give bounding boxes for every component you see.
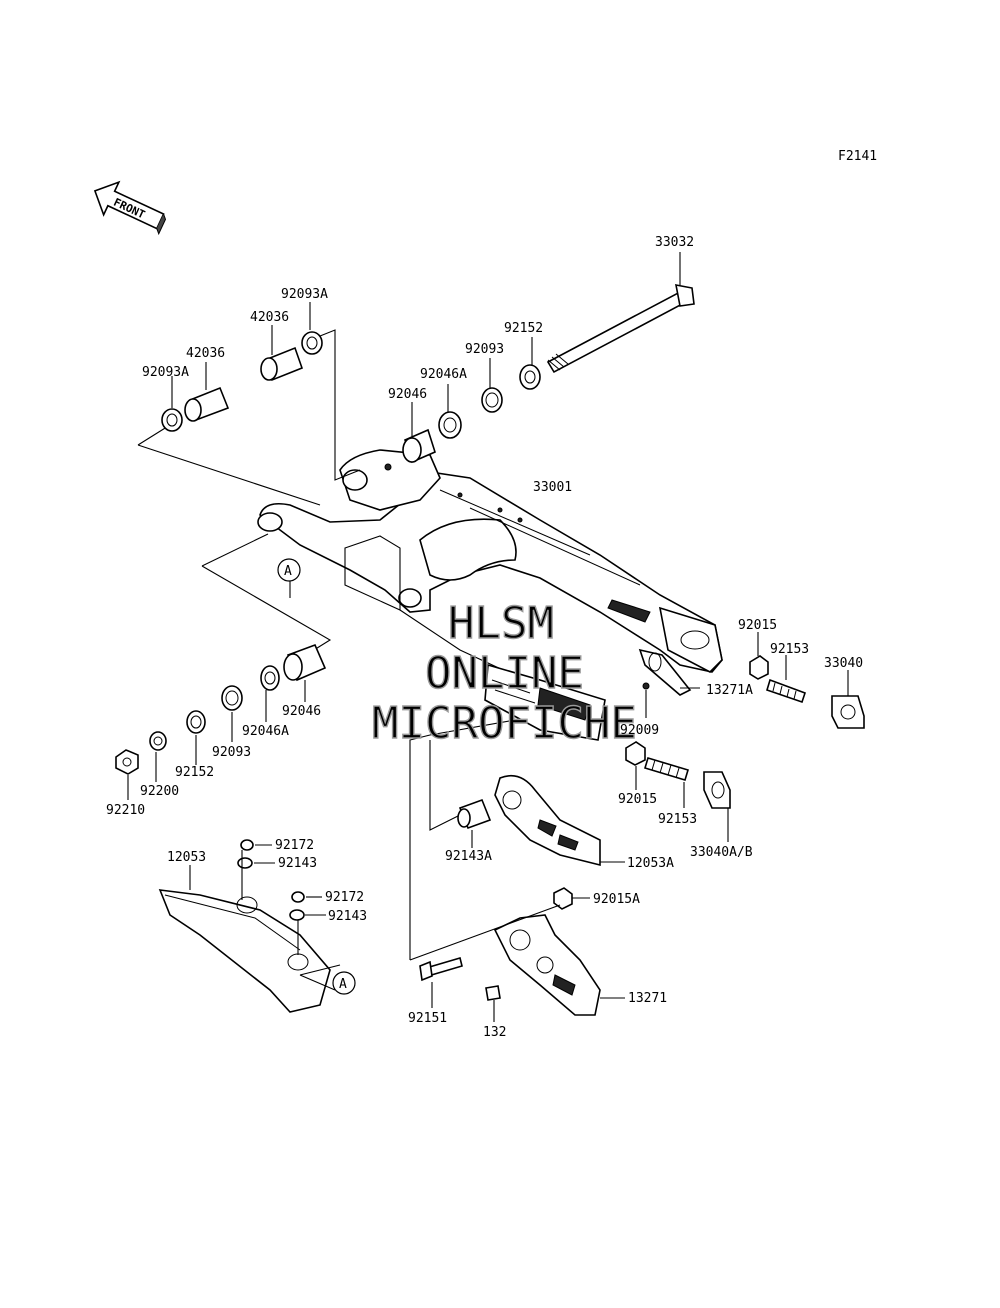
bolt-92151: [419, 956, 463, 982]
part-label[interactable]: 33032: [655, 235, 694, 250]
nut-92210: [115, 749, 139, 775]
washer-92143-lower: [289, 909, 305, 921]
seal-92093-upper: [481, 387, 503, 413]
chain-adjuster-13271a: [638, 648, 692, 696]
diagram-code: F2141: [838, 149, 877, 164]
part-label[interactable]: 92200: [140, 784, 179, 799]
bearing-92046a-upper: [438, 411, 462, 439]
reference-marker-a-lower: A: [332, 971, 356, 995]
part-label[interactable]: 92093A: [142, 365, 189, 380]
seal-92093a-lower: [161, 408, 183, 432]
sleeve-42036-upper: [260, 346, 304, 382]
part-label[interactable]: 92046A: [420, 367, 467, 382]
part-label[interactable]: 33040: [824, 656, 863, 671]
swingarm-33001: [257, 449, 723, 673]
watermark-line-1: HLSM: [448, 598, 554, 649]
part-label[interactable]: 92172: [275, 838, 314, 853]
part-label[interactable]: 92151: [408, 1011, 447, 1026]
part-label[interactable]: 12053A: [627, 856, 674, 871]
part-label[interactable]: 92152: [175, 765, 214, 780]
part-label[interactable]: 42036: [250, 310, 289, 325]
reference-marker-a-upper-label: A: [284, 564, 292, 579]
chain-slider-12053: [158, 889, 331, 1013]
bolt-92153-lower: [644, 757, 689, 781]
part-label[interactable]: 92015: [618, 792, 657, 807]
reference-marker-a-upper: A: [277, 558, 301, 582]
part-label[interactable]: 92046A: [242, 724, 289, 739]
watermark-line-3: MICROFICHE: [372, 698, 637, 749]
axle-33032: [546, 283, 695, 374]
part-label[interactable]: 92143A: [445, 849, 492, 864]
part-label[interactable]: 33040A/B: [690, 845, 753, 860]
seal-92093a-upper: [301, 331, 323, 355]
part-label[interactable]: 92009: [620, 723, 659, 738]
adjuster-block-33040ab: [703, 771, 731, 809]
part-label[interactable]: 92046: [388, 387, 427, 402]
screw-92009: [642, 682, 650, 690]
bolt-92153-upper: [766, 678, 807, 704]
part-label[interactable]: 92143: [328, 909, 367, 924]
part-label[interactable]: 92152: [504, 321, 543, 336]
adjuster-block-33040: [831, 695, 865, 729]
nut-92015-upper: [749, 655, 769, 680]
front-arrow-icon: FRONT: [93, 180, 167, 236]
chain-slider-12053a: [494, 774, 601, 867]
nut-92015-lower: [625, 741, 646, 766]
needle-bearing-92046-upper: [402, 428, 436, 464]
watermark-line-2: ONLINE: [425, 648, 584, 699]
bolt-92172-lower: [291, 891, 305, 903]
part-label[interactable]: 92093: [212, 745, 251, 760]
collar-92152-lower: [186, 710, 206, 734]
washer-92200: [149, 731, 167, 751]
part-label[interactable]: 92093: [465, 342, 504, 357]
bearing-92046a-lower: [260, 665, 280, 691]
part-label[interactable]: 33001: [533, 480, 572, 495]
part-label[interactable]: 92172: [325, 890, 364, 905]
washer-92143-upper: [237, 857, 253, 869]
part-label[interactable]: 92015A: [593, 892, 640, 907]
part-label[interactable]: 92093A: [281, 287, 328, 302]
part-label[interactable]: 132: [483, 1025, 506, 1040]
reference-marker-a-lower-label: A: [339, 977, 347, 992]
watermark: HLSM ONLINE MICROFICHE: [371, 597, 637, 749]
part-label[interactable]: 13271A: [706, 683, 753, 698]
part-label[interactable]: 92210: [106, 803, 145, 818]
bolt-132: [485, 985, 501, 1001]
part-label[interactable]: 92015: [738, 618, 777, 633]
needle-bearing-92046-lower: [283, 643, 327, 682]
part-label[interactable]: 42036: [186, 346, 225, 361]
nut-92015a: [553, 887, 573, 910]
sleeve-42036-lower: [184, 386, 230, 422]
part-label[interactable]: 92153: [658, 812, 697, 827]
chain-guide-13271: [493, 914, 601, 1016]
part-label[interactable]: 92153: [770, 642, 809, 657]
collar-92143a: [457, 798, 492, 830]
bolt-92172-upper: [240, 839, 254, 851]
chain-slider-12053a-area: [484, 663, 606, 741]
part-label[interactable]: 12053: [167, 850, 206, 865]
part-label[interactable]: 92143: [278, 856, 317, 871]
part-label[interactable]: 13271: [628, 991, 667, 1006]
seal-92093-lower: [221, 685, 243, 711]
collar-92152-upper: [519, 364, 541, 390]
part-label[interactable]: 92046: [282, 704, 321, 719]
